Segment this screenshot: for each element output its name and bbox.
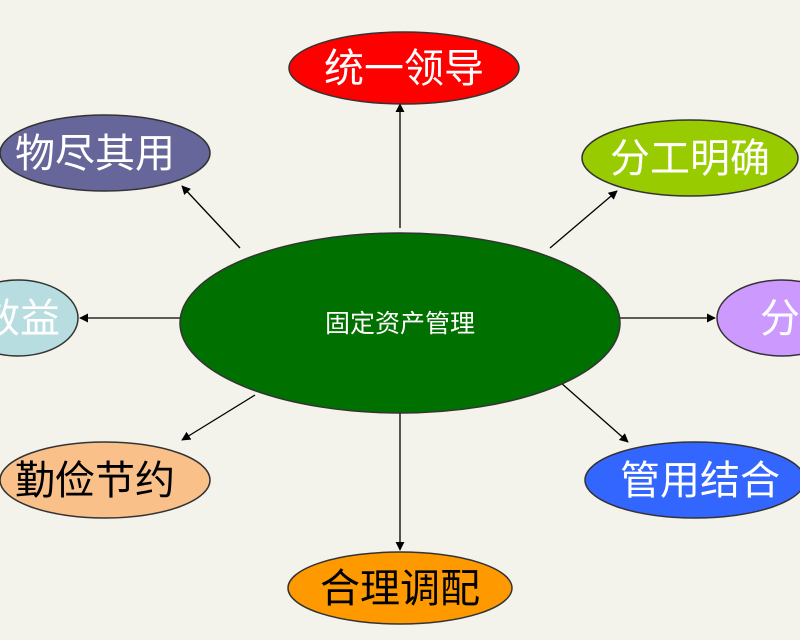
node-label: 物尽其用 (15, 131, 175, 177)
node-ellipse (584, 441, 800, 519)
node-top-right[interactable]: 分工明确 (581, 119, 799, 197)
arrow-top-left (181, 185, 241, 249)
node-top-left[interactable]: 物尽其用 (0, 114, 211, 192)
arrow-bottom-right (559, 381, 629, 443)
node-bottom-right[interactable]: 管用结合 (584, 441, 800, 519)
node-label: 效益 (0, 296, 60, 342)
node-right[interactable]: 分级 (716, 279, 800, 357)
node-label: 管用结合 (620, 458, 780, 504)
node-ellipse (0, 279, 79, 357)
node-label: 统一领导 (324, 46, 484, 92)
node-bottom[interactable]: 合理调配 (287, 551, 513, 625)
node-label: 分级 (760, 296, 800, 342)
center-node[interactable]: 固定资产管理 (179, 232, 621, 414)
arrow-top-right (549, 190, 618, 249)
center-label: 固定资产管理 (325, 309, 475, 338)
node-ellipse (0, 114, 211, 192)
node-bottom-left[interactable]: 勤俭节约 (0, 441, 211, 519)
node-ellipse (288, 31, 520, 105)
node-ellipse (581, 119, 799, 197)
node-left[interactable]: 效益 (0, 279, 79, 357)
center-ellipse (179, 232, 621, 414)
node-label: 勤俭节约 (15, 458, 175, 504)
node-ellipse (716, 279, 800, 357)
arrow-bottom-left (181, 394, 256, 441)
node-ellipse (0, 441, 211, 519)
node-label: 分工明确 (610, 136, 770, 182)
node-label: 合理调配 (320, 566, 480, 612)
node-ellipse (287, 551, 513, 625)
node-top[interactable]: 统一领导 (288, 31, 520, 105)
